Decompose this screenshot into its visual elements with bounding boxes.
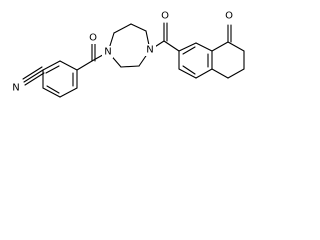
saturated-bond-5 bbox=[211, 68, 229, 79]
aromatic-bond-2 bbox=[195, 42, 213, 52]
benzene-double-1 bbox=[45, 65, 60, 74]
ketone-oxygen-bg bbox=[224, 10, 235, 22]
diazepane-ring bbox=[107, 23, 151, 68]
right-ring-nitrogen-bg bbox=[145, 44, 156, 56]
aryl-carbonyl-bond-right bbox=[163, 40, 180, 52]
benzene-bond-1 bbox=[42, 60, 61, 71]
right-oxygen-bg bbox=[160, 10, 171, 22]
nitrile-nitrogen-label: N bbox=[12, 83, 19, 94]
left-oxygen-label: O bbox=[89, 33, 97, 44]
aromatic-bond-5 bbox=[178, 68, 197, 79]
ketone-oxygen-label: O bbox=[225, 11, 233, 22]
nitrile-bond-1 bbox=[23, 69, 44, 83]
nitrile-bond-2 bbox=[24, 72, 45, 86]
right-oxygen-label: O bbox=[161, 11, 169, 22]
left-ring-nitrogen-label: N bbox=[104, 47, 111, 58]
diazepane-bond-3 bbox=[130, 23, 147, 32]
right-ring-nitrogen-label: N bbox=[146, 45, 153, 56]
aromatic-double-3 bbox=[182, 65, 196, 75]
aromatic-double-1 bbox=[182, 46, 196, 55]
saturated-bond-1 bbox=[211, 41, 229, 52]
molecule-canvas: N O N N O O bbox=[0, 0, 250, 106]
atom-labels: N O N N O O bbox=[11, 10, 235, 94]
nitrile-nitrogen-bg bbox=[11, 82, 22, 94]
tetralone-aromatic-ring bbox=[178, 42, 213, 79]
left-ring-nitrogen-bg bbox=[102, 46, 113, 58]
nitrile-group bbox=[22, 66, 45, 86]
saturated-bond-4 bbox=[227, 68, 245, 79]
structure-diagram: N O N N O O bbox=[11, 10, 245, 98]
benzene-ring-left bbox=[42, 60, 78, 98]
tetralone-saturated-ring bbox=[211, 24, 245, 79]
aromatic-bond-1 bbox=[178, 42, 197, 52]
benzene-bond-4 bbox=[59, 87, 78, 98]
aryl-carbonyl-bond-left bbox=[76, 60, 93, 71]
nitrile-bond-3 bbox=[22, 66, 43, 80]
benzene-bond-5 bbox=[42, 87, 61, 98]
benzene-double-3 bbox=[46, 85, 60, 94]
aromatic-bond-4 bbox=[195, 68, 213, 79]
left-oxygen-bg bbox=[88, 32, 99, 44]
saturated-bond-2 bbox=[227, 41, 245, 52]
diazepane-bond-2 bbox=[113, 23, 132, 34]
benzene-bond-2 bbox=[59, 60, 78, 71]
diazepane-bond-6 bbox=[120, 65, 140, 68]
